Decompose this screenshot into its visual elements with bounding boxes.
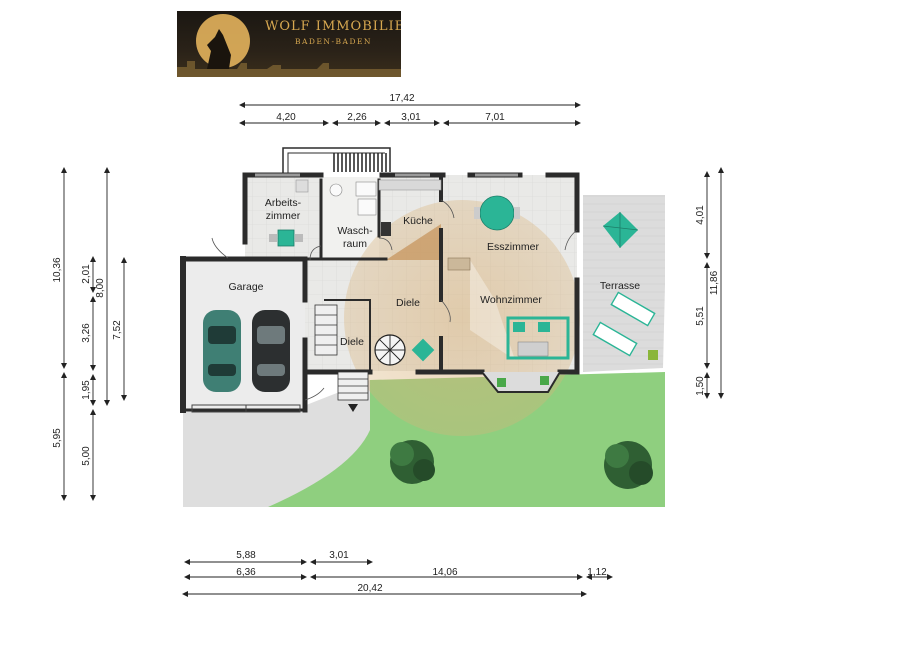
spiral-staircase-icon	[374, 334, 406, 366]
label-wohnzimmer: Wohnzimmer	[480, 294, 542, 306]
logo: WOLF IMMOBILIEN BADEN-BADEN	[177, 11, 401, 77]
dim-right-c: 1,50	[695, 376, 706, 396]
dim-bottom-5: 1,12	[587, 567, 607, 578]
dim-top-total: 17,42	[389, 93, 414, 104]
rug-diamond-icon	[411, 338, 435, 362]
dim-left-d: 3,26	[81, 323, 92, 343]
desk-icon	[269, 229, 303, 247]
dim-left-g: 8,00	[95, 278, 106, 298]
dim-left-a: 10,36	[52, 257, 63, 282]
dim-top-4: 7,01	[485, 112, 505, 123]
dim-bottom-4: 14,06	[432, 567, 457, 578]
label-esszimmer: Esszimmer	[487, 241, 539, 253]
washroom-fixtures	[329, 181, 377, 216]
shelf-icon	[295, 179, 309, 193]
entrance-steps	[337, 371, 369, 401]
parasol-icon	[602, 212, 639, 248]
car-dark-icon	[252, 310, 290, 392]
entrance-arrow-icon	[348, 404, 358, 412]
skyline-icon	[177, 61, 401, 77]
dim-top-3: 3,01	[401, 112, 421, 123]
dim-right-a: 4,01	[695, 205, 706, 225]
dim-bottom-2: 3,01	[329, 550, 349, 561]
label-arbeitszimmer-1: Arbeits-	[265, 197, 302, 209]
armchairs	[513, 322, 550, 357]
wolf-moon-icon	[177, 14, 401, 77]
garage-door	[191, 404, 301, 413]
label-arbeitszimmer-2: zimmer	[266, 210, 301, 222]
logo-city: BADEN-BADEN	[295, 37, 372, 46]
dimension-lines	[61, 102, 724, 597]
dim-left-f: 5,00	[81, 446, 92, 466]
dining-table-icon	[474, 195, 520, 231]
car-green-icon	[203, 310, 241, 392]
sunlounger-icon	[592, 291, 656, 357]
label-terrasse: Terrasse	[600, 280, 640, 292]
dim-left-c: 2,01	[81, 264, 92, 284]
label-waschraum-2: raum	[343, 238, 367, 250]
label-garage: Garage	[228, 281, 263, 293]
dim-left-b: 5,95	[52, 428, 63, 448]
dim-bottom-1: 5,88	[236, 550, 256, 561]
sideboard-icon	[447, 257, 471, 271]
logo-brand: WOLF IMMOBILIEN	[265, 19, 401, 34]
plant-icon	[648, 350, 658, 360]
dim-top-2: 2,26	[347, 112, 367, 123]
plant-icon	[540, 376, 549, 385]
dim-right-d: 11,86	[709, 270, 720, 295]
sofa-set-icon	[506, 316, 570, 360]
hall-stairs	[314, 304, 338, 356]
dim-left-h: 7,52	[112, 320, 123, 340]
plant-icon	[497, 378, 506, 387]
dim-bottom-3: 6,36	[236, 567, 256, 578]
dim-bottom-total: 20,42	[357, 583, 382, 594]
dim-left-e: 1,95	[81, 380, 92, 400]
entry-stairs-top	[282, 147, 391, 175]
dim-right-b: 5,51	[695, 306, 706, 326]
watermark-highlight	[470, 260, 515, 360]
tree-icon	[604, 441, 653, 489]
label-diele-main: Diele	[396, 297, 420, 309]
door-swings	[211, 199, 578, 401]
dim-top-1: 4,20	[276, 112, 296, 123]
kitchen-stairs	[386, 224, 441, 260]
label-diele-small: Diele	[340, 336, 364, 348]
tree-icon	[390, 440, 435, 484]
kitchen-counter	[378, 179, 442, 236]
label-waschraum-1: Wasch-	[337, 225, 373, 237]
label-kueche: Küche	[403, 215, 433, 227]
